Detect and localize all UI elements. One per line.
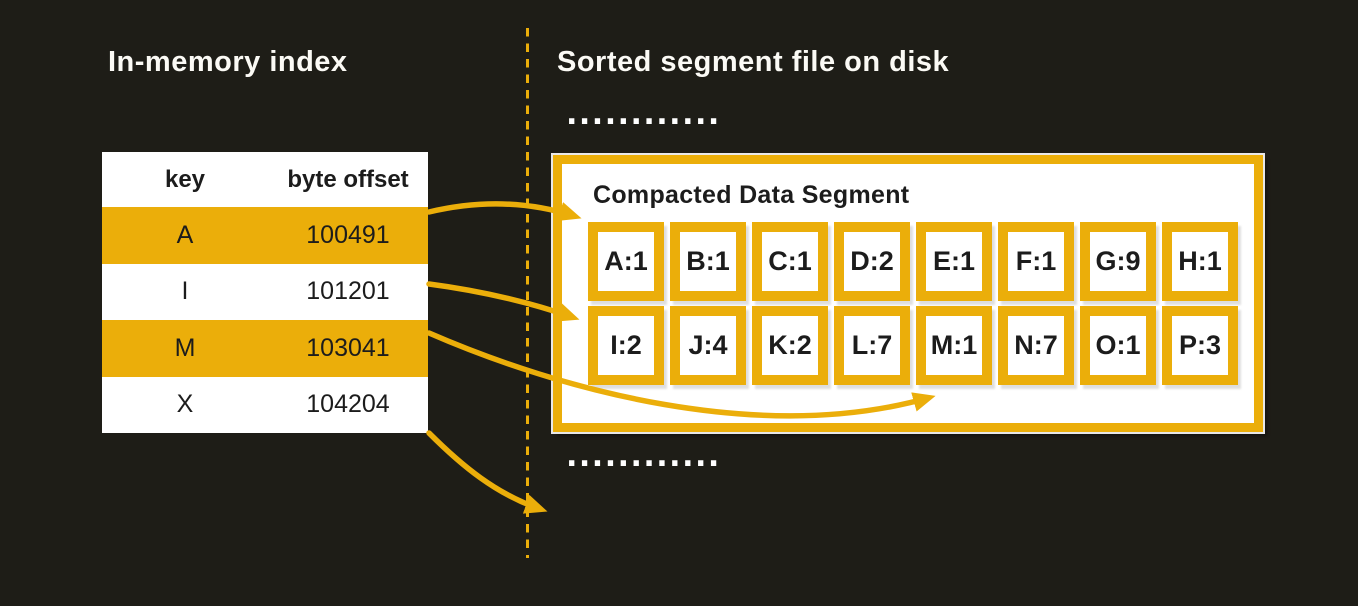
index-key: I — [181, 277, 189, 306]
index-offset: 103041 — [306, 333, 390, 362]
index-key: M — [174, 333, 196, 362]
in-memory-index-title: In-memory index — [108, 46, 348, 78]
segment-cell-K2: K:2 — [752, 306, 828, 385]
index-key: A — [176, 220, 194, 249]
arrow-index-X-to-next-segment — [426, 430, 548, 514]
segment-cell-P3: P:3 — [1162, 306, 1238, 385]
segment-cell-row-1: A:1 B:1 C:1 D:2 E:1 F:1 G:9 H:1 — [588, 222, 1238, 301]
segment-cell-M1: M:1 — [916, 306, 992, 385]
index-header-byte-offset: byte offset — [287, 165, 409, 193]
index-offset: 101201 — [306, 277, 390, 306]
index-row-M: M 103041 — [102, 320, 428, 377]
segment-cell-A1: A:1 — [588, 222, 664, 301]
segment-ellipsis-bottom: ............ — [566, 439, 721, 474]
sorted-segment-file-title: Sorted segment file on disk — [557, 46, 950, 78]
segment-cell-H1: H:1 — [1162, 222, 1238, 301]
index-key: X — [176, 390, 194, 419]
segment-cell-F1: F:1 — [998, 222, 1074, 301]
compacted-data-segment-label: Compacted Data Segment — [593, 181, 910, 209]
arrow-index-I-to-segment-I2 — [426, 281, 580, 322]
index-header-key: key — [164, 165, 206, 193]
segment-cell-G9: G:9 — [1080, 222, 1156, 301]
segment-cell-L7: L:7 — [834, 306, 910, 385]
segment-cell-B1: B:1 — [670, 222, 746, 301]
segment-cell-I2: I:2 — [588, 306, 664, 385]
index-table-header: key byte offset — [102, 152, 428, 207]
segment-ellipsis-top: ............ — [566, 97, 721, 132]
index-row-A: A 100491 — [102, 207, 428, 264]
segment-cell-E1: E:1 — [916, 222, 992, 301]
index-offset: 104204 — [306, 390, 390, 419]
index-offset: 100491 — [306, 220, 390, 249]
segment-cell-J4: J:4 — [670, 306, 746, 385]
segment-cell-C1: C:1 — [752, 222, 828, 301]
index-row-X: X 104204 — [102, 377, 428, 434]
segment-cell-row-2: I:2 J:4 K:2 L:7 M:1 N:7 O:1 P:3 — [588, 306, 1238, 385]
compacted-data-segment-box: Compacted Data Segment A:1 B:1 C:1 D:2 E… — [553, 155, 1263, 432]
segment-cell-O1: O:1 — [1080, 306, 1156, 385]
segment-cell-D2: D:2 — [834, 222, 910, 301]
in-memory-index-table: key byte offset A 100491 I 101201 M 1030… — [102, 152, 428, 433]
index-row-I: I 101201 — [102, 264, 428, 321]
segment-cell-N7: N:7 — [998, 306, 1074, 385]
